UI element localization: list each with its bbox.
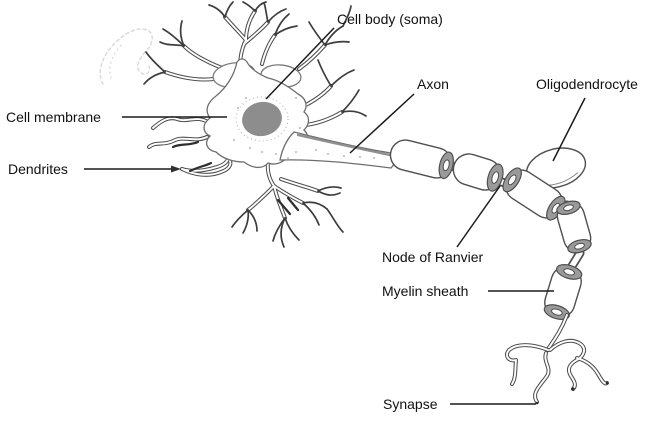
- label-cell-membrane: Cell membrane: [6, 109, 101, 125]
- myelin-segment-1: [389, 139, 454, 180]
- nucleus: [242, 101, 282, 137]
- label-synapse: Synapse: [383, 396, 438, 412]
- myelin-segment-2: [452, 153, 504, 192]
- dendrite-arms-left: [147, 116, 233, 177]
- node-of-ranvier-core: [491, 171, 500, 184]
- leader-lines: [84, 27, 586, 405]
- myelin-segment-4: [556, 200, 592, 254]
- leader-node-of-ranvier: [456, 185, 501, 248]
- axon-hillock: [279, 131, 396, 169]
- label-oligodendrocyte: Oligodendrocyte: [536, 76, 638, 92]
- myelin-segment-5: [543, 264, 583, 320]
- leader-dendrites-arrowhead: [171, 165, 181, 173]
- stipple-texture: [233, 97, 375, 161]
- myelinated-axon: [389, 139, 592, 351]
- label-myelin-sheath: Myelin sheath: [382, 283, 469, 299]
- label-node-of-ranvier: Node of Ranvier: [382, 249, 484, 265]
- leader-oligodendrocyte: [552, 97, 586, 162]
- dendrite-tree-bottom: [231, 159, 344, 248]
- label-cell-body: Cell body (soma): [337, 11, 443, 27]
- myelin-segment-3: [502, 167, 566, 221]
- ghost-sketch: [99, 28, 153, 85]
- label-axon: Axon: [417, 76, 449, 92]
- leader-axon: [349, 93, 415, 154]
- label-dendrites: Dendrites: [8, 161, 68, 177]
- leader-cell-body: [265, 27, 335, 100]
- cell-body: [203, 58, 396, 169]
- synapse-terminals: [504, 338, 609, 405]
